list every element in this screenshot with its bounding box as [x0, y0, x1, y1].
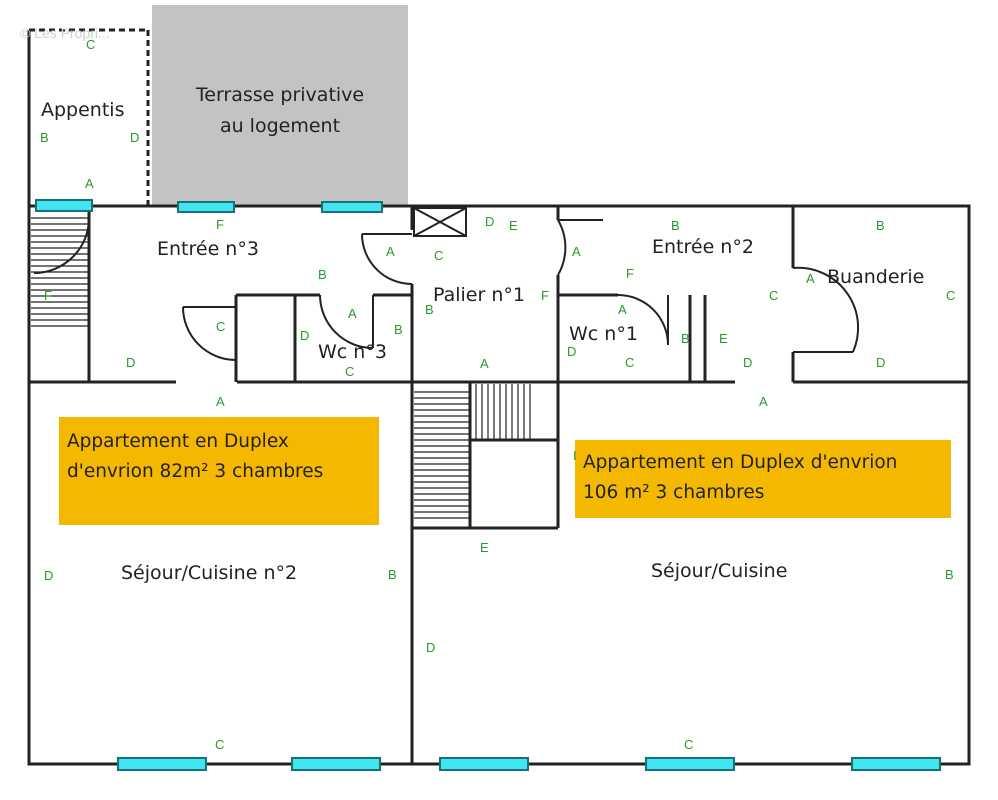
wall-letter: D: [130, 130, 140, 145]
door-swing-closet: [182, 306, 237, 361]
door-swing-palier-left: [361, 233, 413, 285]
room-sejour-cuisine-2: Séjour/Cuisine n°2: [121, 562, 298, 584]
wall-letter: C: [684, 737, 694, 752]
wall-letter: D: [567, 344, 577, 359]
wall-letter: D: [44, 568, 54, 583]
note-duplex-106: Appartement en Duplex d'envrion 106 m² 3…: [575, 440, 951, 518]
room-wc-1: Wc n°1: [569, 323, 638, 345]
door-swing-buanderie: [792, 266, 860, 353]
terrace-line2: au logement: [219, 115, 341, 137]
wall-letter: F: [626, 266, 634, 281]
wall-letter: B: [681, 331, 690, 346]
wall-letter: A: [806, 271, 815, 286]
wall-letter: F: [44, 288, 52, 303]
window-sejour-a: [439, 757, 529, 771]
wall-letter: C: [345, 364, 355, 379]
wall-letter: A: [216, 394, 225, 409]
watermark: © Les Propri...: [20, 25, 110, 41]
terrace-line1: Terrasse privative: [195, 84, 365, 106]
wall-letter: B: [40, 130, 49, 145]
window-sejour2-b: [291, 757, 381, 771]
wall-letter: F: [216, 217, 224, 232]
wall-letter: A: [386, 244, 395, 259]
wall-letter: E: [509, 218, 518, 233]
wall-letter: C: [215, 737, 225, 752]
window-sejour-b: [645, 757, 735, 771]
window-appentis: [35, 199, 93, 212]
wall-letter: B: [671, 218, 680, 233]
wall-letter: B: [388, 567, 397, 582]
wall-letter: D: [743, 355, 753, 370]
wall-letter: C: [625, 355, 635, 370]
wall-letter: D: [876, 355, 886, 370]
wall-letter: D: [300, 328, 310, 343]
wall-letter: B: [394, 322, 403, 337]
door-swing-palier-right: [557, 219, 567, 276]
wall-letter: A: [572, 244, 581, 259]
wall-letter: A: [759, 394, 768, 409]
wall-letter: F: [541, 288, 549, 303]
note-duplex-106-line2: 106 m² 3 chambres: [583, 482, 765, 503]
stair-central-treads: [414, 391, 470, 519]
wall-letter: D: [126, 355, 136, 370]
note-duplex-82: Appartement en Duplex d'envrion 82m² 3 c…: [59, 417, 379, 525]
wall-letter: A: [85, 176, 94, 191]
private-terrace-area: [152, 5, 408, 205]
window-entree3-a: [177, 201, 235, 213]
room-sejour-cuisine: Séjour/Cuisine: [651, 560, 788, 582]
room-buanderie: Buanderie: [827, 266, 925, 288]
wall-letter: B: [425, 302, 434, 317]
window-sejour2-a: [117, 757, 207, 771]
note-duplex-106-line1: Appartement en Duplex d'envrion: [583, 452, 898, 473]
terrace-label: Terrasse privative au logement: [152, 80, 408, 142]
wall-letter: C: [946, 288, 956, 303]
room-appentis: Appentis: [41, 99, 125, 121]
wall-letter: C: [434, 248, 444, 263]
shaft-box: [413, 207, 467, 237]
stair-appentis-treads: [31, 217, 89, 327]
window-sejour-c: [851, 757, 941, 771]
window-entree3-b: [321, 201, 383, 213]
stair-upper-treads: [475, 384, 531, 440]
wall-letter: B: [318, 267, 327, 282]
note-duplex-82-line1: Appartement en Duplex: [67, 431, 289, 452]
room-wc-3: Wc n°3: [318, 341, 387, 363]
wall-letter: E: [719, 331, 728, 346]
room-entree-3: Entrée n°3: [157, 238, 259, 260]
wall-letter: B: [945, 567, 954, 582]
wall-letter: D: [426, 640, 436, 655]
wall-letter: D: [485, 214, 495, 229]
wall-letter: A: [348, 306, 357, 321]
shaft-x2: [413, 207, 467, 237]
wall-letter: A: [480, 356, 489, 371]
wall-letter: C: [86, 37, 96, 52]
door-swing-wc3: [319, 294, 374, 349]
wall-letter: C: [769, 288, 779, 303]
note-duplex-82-line2: d'envrion 82m² 3 chambres: [67, 461, 324, 482]
door-swing-stair3: [33, 217, 90, 274]
room-palier-1: Palier n°1: [433, 284, 525, 306]
wall-letter: B: [876, 218, 885, 233]
wall-letter: I: [573, 448, 577, 463]
room-entree-2: Entrée n°2: [652, 236, 754, 258]
wall-letter: E: [480, 540, 489, 555]
wall-letter: C: [216, 319, 226, 334]
wall-letter: A: [618, 302, 627, 317]
